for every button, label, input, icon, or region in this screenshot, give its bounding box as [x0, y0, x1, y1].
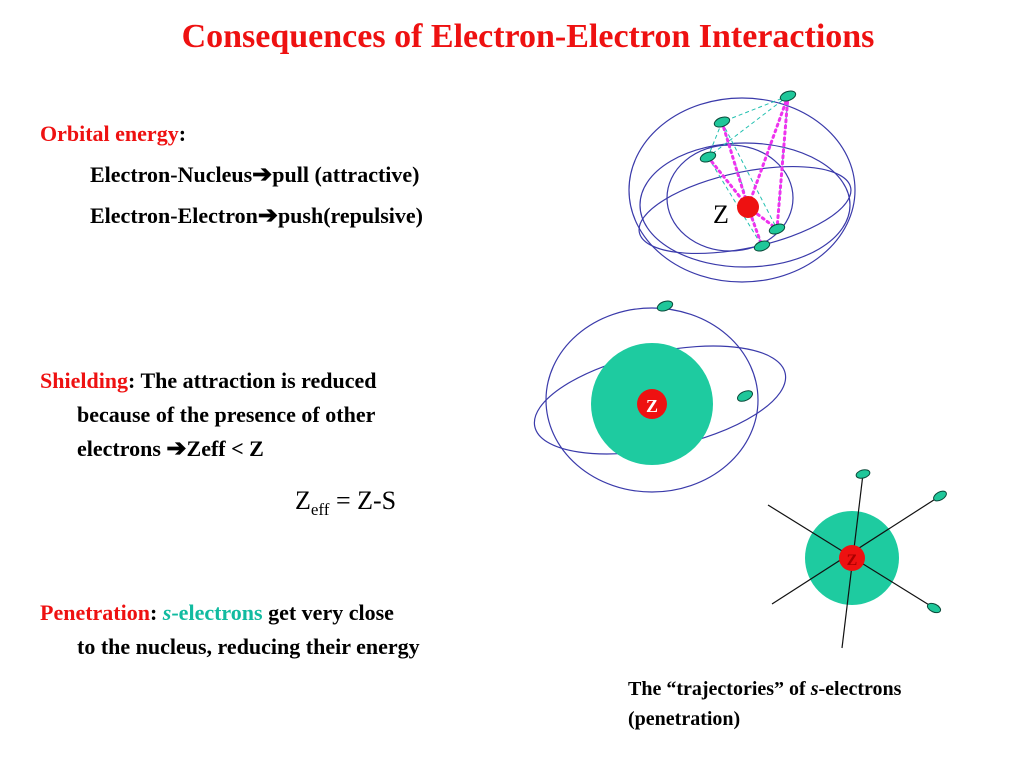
penetration-text-1: get very close — [262, 600, 394, 625]
electron-electron-line: Electron-Electron➔push(repulsive) — [90, 199, 423, 233]
zeff-z: Z — [295, 486, 311, 515]
push-repulsive-label: push(repulsive) — [277, 203, 424, 228]
atom-shielding-diagram: Z — [533, 300, 787, 493]
arrow-right-icon: ➔ — [166, 436, 187, 462]
orbit-inner — [666, 144, 794, 252]
page-title: Consequences of Electron-Electron Intera… — [181, 18, 875, 55]
atom-repulsion-diagram: Z — [628, 90, 856, 283]
zeff-subscript: eff — [310, 500, 330, 520]
penetration-line-2: to the nucleus, reducing their energy — [77, 634, 420, 659]
shielding-text-1: : The attraction is reduced — [128, 368, 377, 393]
arrow-right-icon: ➔ — [252, 162, 273, 188]
orbital-energy-term: Orbital energy — [40, 121, 179, 146]
pull-attractive-label: pull (attractive) — [272, 162, 420, 187]
atom-2-z-label: Z — [646, 396, 658, 416]
penetration-colon: : — [149, 600, 163, 625]
orbit-wide — [639, 142, 851, 268]
electron-nucleus-line: Electron-Nucleus➔pull (attractive) — [90, 158, 419, 192]
orbital-energy-colon: : — [178, 121, 187, 146]
trajectories-caption-line-2: (penetration) — [628, 708, 741, 730]
shielding-term: Shielding — [40, 368, 129, 393]
zeff-rest: = Z-S — [329, 486, 397, 515]
shielding-line-1: Shielding: The attraction is reduced — [40, 364, 377, 398]
orbital-energy-heading: Orbital energy: — [40, 117, 186, 151]
atom-3-z-label: Z — [847, 552, 858, 569]
electron-electron-label: Electron-Electron — [90, 203, 258, 228]
electrons-1 — [699, 90, 797, 252]
nucleus-1 — [737, 196, 759, 218]
s-electrons-label: -electrons — [171, 600, 263, 625]
zeff-less-than-z: Zeff < Z — [186, 436, 264, 461]
electrons-2 — [656, 300, 753, 402]
orbit-outer — [628, 97, 856, 283]
shielding-line-3: electrons ➔Zeff < Z — [77, 432, 264, 466]
zeff-formula: Zeff = Z-S — [295, 486, 396, 520]
atom-penetration-diagram: Z — [767, 469, 947, 649]
shielding-text-3: electrons — [77, 436, 167, 461]
penetration-term: Penetration — [40, 600, 150, 625]
trajectories-caption-line-1: The “trajectories” of s-electrons — [628, 674, 901, 704]
nucleus-3 — [839, 545, 865, 571]
atom-1-z-label: Z — [713, 200, 729, 229]
penetration-line-1: Penetration: s-electrons get very close — [40, 596, 394, 630]
electron-nucleus-label: Electron-Nucleus — [90, 162, 253, 187]
caption-s-italic: s — [810, 678, 819, 700]
caption-text-right: -electrons — [818, 678, 902, 700]
s-italic: s — [162, 600, 172, 625]
caption-text-left: The “trajectories” of — [628, 678, 811, 700]
arrow-right-icon: ➔ — [257, 203, 278, 229]
shielding-line-2: because of the presence of other — [77, 402, 376, 427]
nucleus-2 — [637, 389, 667, 419]
electrons-3 — [855, 469, 947, 614]
